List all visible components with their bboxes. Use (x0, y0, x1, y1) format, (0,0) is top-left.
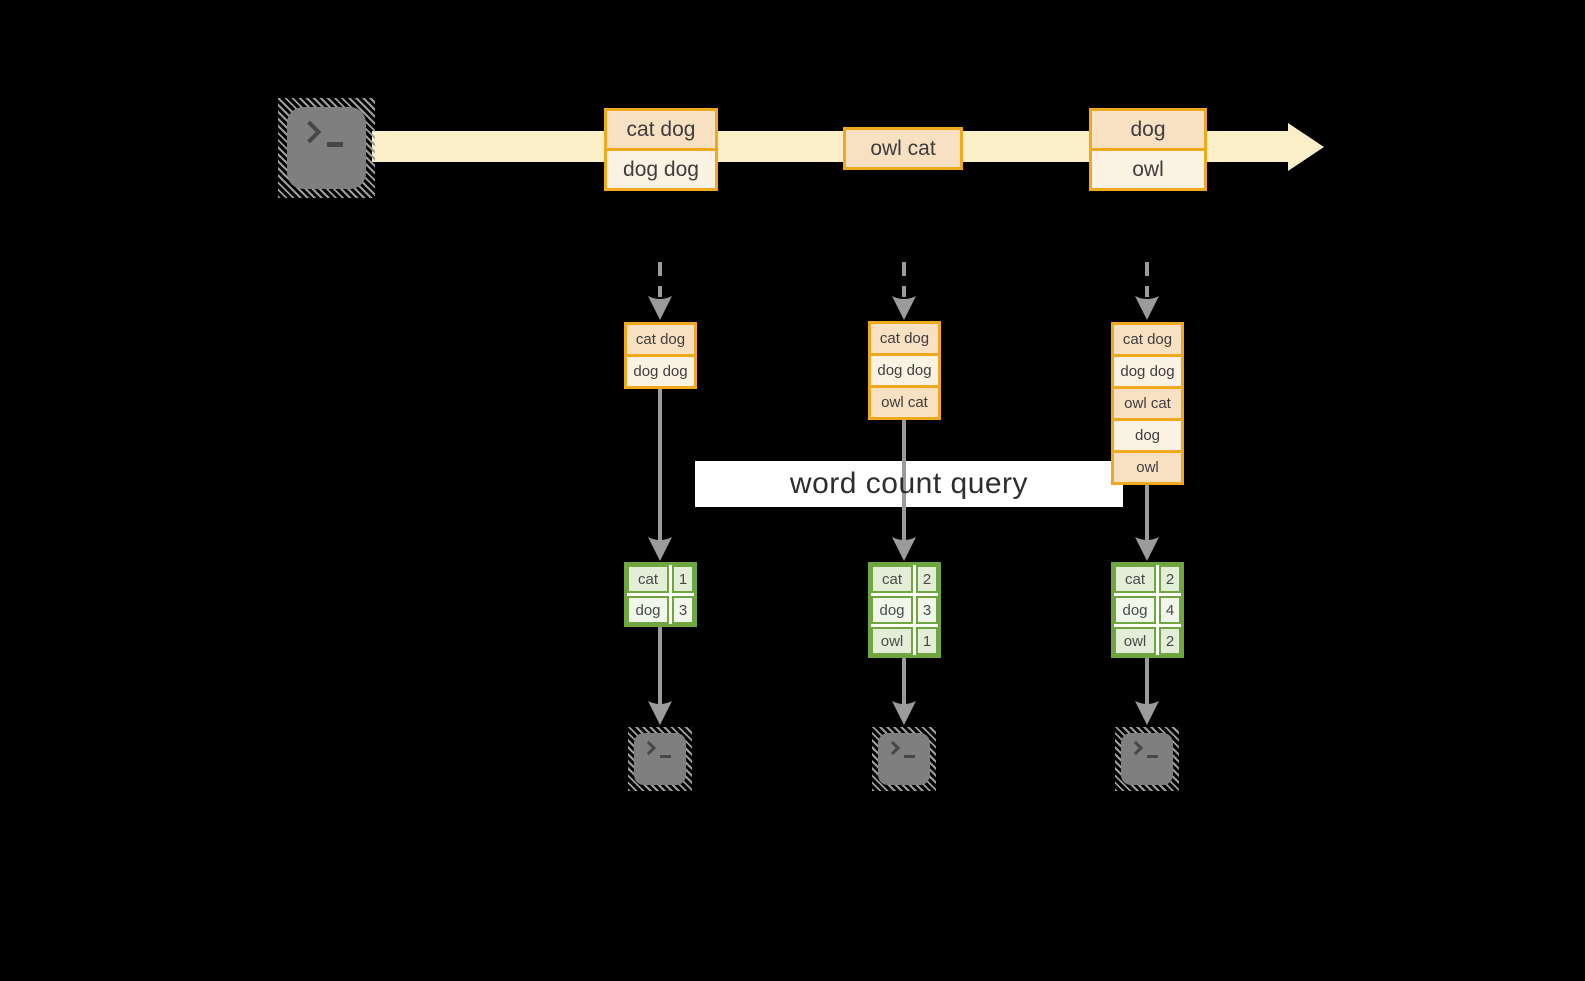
word-cell: cat (1114, 565, 1156, 593)
prompt-chevron-icon (298, 120, 322, 144)
query-label-background (695, 461, 1123, 507)
count-cell: 2 (1159, 565, 1181, 593)
table-row: cat 2 (1114, 565, 1181, 593)
word-cell: dog (1114, 596, 1156, 624)
stream-record: owl (1092, 151, 1204, 188)
word-cell: dog (871, 596, 913, 624)
prompt-chevron-icon (641, 740, 657, 756)
dashed-arrow-head-icon (892, 296, 916, 320)
buffer-record: dog dog (627, 357, 694, 386)
arrow-head-icon (892, 537, 916, 561)
buffer-record: dog dog (871, 356, 938, 388)
buffer-stack: cat dog dog dog owl cat dog owl (1111, 322, 1184, 485)
buffer-record: owl cat (871, 388, 938, 417)
terminal-screen (634, 733, 686, 785)
sink-terminal-icon (1115, 727, 1179, 791)
prompt-chevron-icon (1128, 740, 1144, 756)
table-row: dog 4 (1114, 596, 1181, 624)
word-cell: owl (871, 627, 913, 655)
count-table: cat 2 dog 3 owl 1 (868, 562, 941, 658)
terminal-screen (287, 107, 366, 189)
count-cell: 3 (916, 596, 938, 624)
arrow-head-icon (648, 701, 672, 725)
count-cell: 2 (916, 565, 938, 593)
terminal-screen (1121, 733, 1173, 785)
buffer-record: owl cat (1114, 389, 1181, 421)
count-cell: 1 (672, 565, 694, 593)
stream-record: dog (1092, 111, 1204, 151)
buffer-stack: cat dog dog dog (624, 322, 697, 389)
stream-arrowhead-icon (1288, 123, 1324, 171)
prompt-chevron-icon (885, 740, 901, 756)
prompt-cursor-icon (660, 755, 671, 758)
buffer-record: dog (1114, 421, 1181, 453)
prompt-cursor-icon (904, 755, 915, 758)
count-cell: 4 (1159, 596, 1181, 624)
arrow-head-icon (1135, 701, 1159, 725)
table-row: owl 1 (871, 627, 938, 655)
stream-batch: cat dog dog dog (604, 108, 718, 191)
dashed-arrow-head-icon (648, 296, 672, 320)
word-cell: dog (627, 596, 669, 624)
sink-terminal-icon (628, 727, 692, 791)
stream-record: dog dog (607, 151, 715, 188)
count-cell: 2 (1159, 627, 1181, 655)
count-table: cat 2 dog 4 owl 2 (1111, 562, 1184, 658)
prompt-cursor-icon (327, 142, 343, 147)
stream-batch: dog owl (1089, 108, 1207, 191)
table-row: dog 3 (871, 596, 938, 624)
buffer-record: cat dog (871, 324, 938, 356)
table-row: dog 3 (627, 596, 694, 624)
terminal-screen (878, 733, 930, 785)
count-cell: 3 (672, 596, 694, 624)
table-row: cat 2 (871, 565, 938, 593)
word-cell: owl (1114, 627, 1156, 655)
word-cell: cat (627, 565, 669, 593)
word-cell: cat (871, 565, 913, 593)
arrow-head-icon (892, 701, 916, 725)
buffer-record: dog dog (1114, 357, 1181, 389)
source-terminal-icon (278, 98, 375, 198)
buffer-stack: cat dog dog dog owl cat (868, 321, 941, 420)
dashed-arrow-head-icon (1135, 296, 1159, 320)
sink-terminal-icon (872, 727, 936, 791)
table-row: cat 1 (627, 565, 694, 593)
stream-record: owl cat (846, 130, 960, 167)
prompt-cursor-icon (1147, 755, 1158, 758)
table-row: owl 2 (1114, 627, 1181, 655)
count-table: cat 1 dog 3 (624, 562, 697, 627)
stream-record: cat dog (607, 111, 715, 151)
stream-batch: owl cat (843, 127, 963, 170)
count-cell: 1 (916, 627, 938, 655)
query-label: word count query (789, 467, 1029, 500)
arrow-head-icon (1135, 537, 1159, 561)
buffer-record: owl (1114, 453, 1181, 482)
buffer-record: cat dog (627, 325, 694, 357)
arrow-head-icon (648, 537, 672, 561)
buffer-record: cat dog (1114, 325, 1181, 357)
